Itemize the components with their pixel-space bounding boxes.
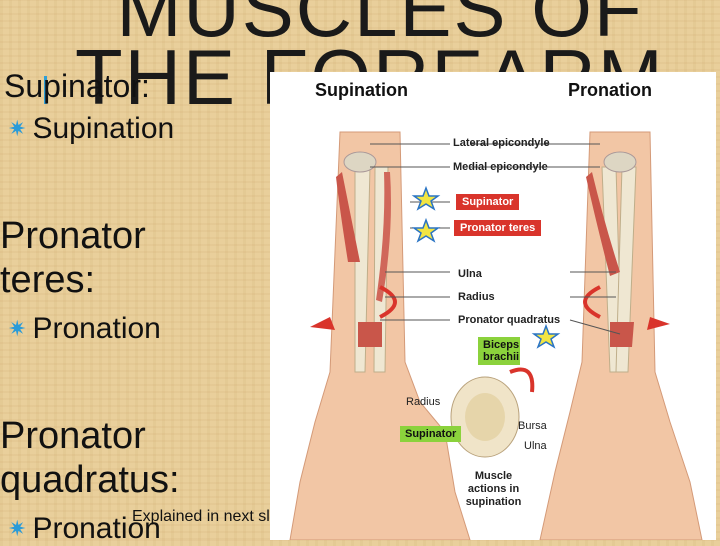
supination-figure-heading: Supination xyxy=(315,80,408,100)
asterisk-bullet-icon: ✷ xyxy=(8,116,27,141)
bullet-supination: ✷ Supination xyxy=(8,112,174,146)
forearm-anatomy-figure: Supination Pronation Lateral epicondyle … xyxy=(270,72,716,540)
bullet-text: Supination xyxy=(32,112,175,145)
label-bursa: Bursa xyxy=(518,420,547,432)
label-supinator-box: Supinator xyxy=(456,194,520,210)
pronator-teres-text: Pronator teres: xyxy=(0,215,146,301)
label-ulna-inset: Ulna xyxy=(524,440,547,452)
label-biceps-brachii-box: Biceps brachii xyxy=(478,337,520,365)
asterisk-bullet-icon: ✷ xyxy=(8,316,27,341)
label-radius: Radius xyxy=(458,291,495,303)
label-supinator-inset-box: Supinator xyxy=(400,426,462,442)
pronator-teres-heading: Pronator teres: xyxy=(0,214,200,302)
accent-bar xyxy=(44,76,47,104)
note-text: Explained in next slide xyxy=(132,508,292,525)
label-ulna: Ulna xyxy=(458,268,482,280)
bullet-text: Pronation xyxy=(32,312,161,345)
pronator-quadratus-heading: Pronator quadratus: xyxy=(0,414,240,502)
supinator-heading: Supinator: xyxy=(4,68,150,104)
figure-caption: Muscle actions in supination xyxy=(465,470,522,508)
slide-title-line1: MUSCLES OF xyxy=(116,0,644,53)
label-lateral-epicondyle: Lateral epicondyle xyxy=(453,137,550,149)
pronator-quadratus-text: Pronator quadratus: xyxy=(0,415,180,501)
label-medial-epicondyle: Medial epicondyle xyxy=(453,161,548,173)
label-pronator-quadratus: Pronator quadratus xyxy=(458,314,561,326)
bullet-pronation-1: ✷ Pronation xyxy=(8,312,161,346)
asterisk-bullet-icon: ✷ xyxy=(8,516,27,541)
label-radius-inset: Radius xyxy=(406,396,441,408)
label-pronator-teres-box: Pronator teres xyxy=(454,220,542,236)
pronation-figure-heading: Pronation xyxy=(568,80,652,100)
